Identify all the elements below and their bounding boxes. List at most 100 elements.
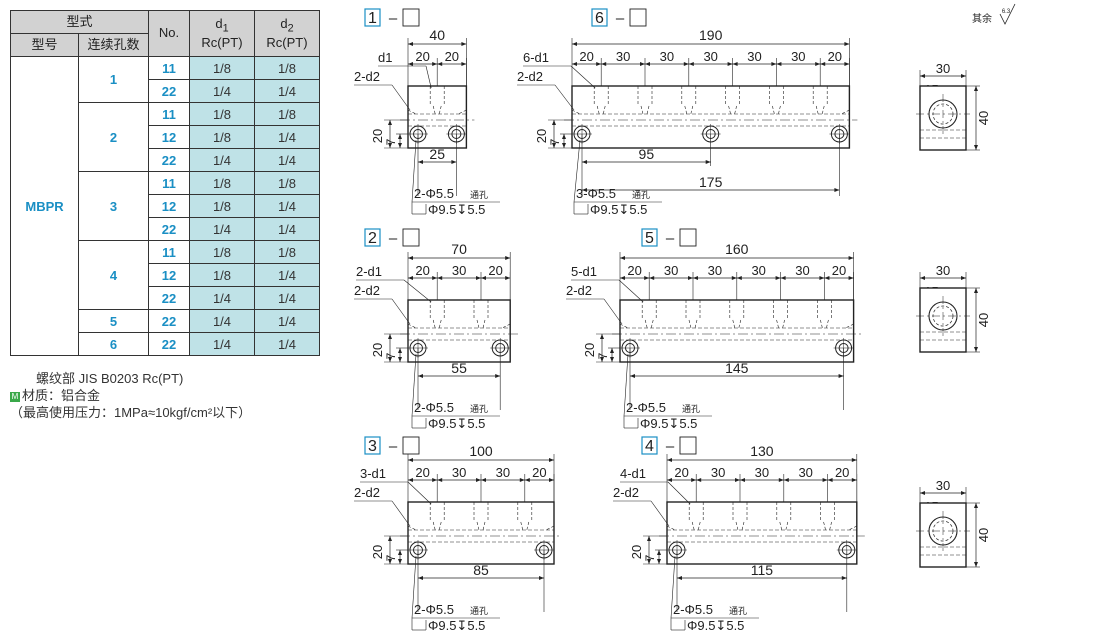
d2-cell: 1/4 bbox=[254, 309, 320, 333]
hole-spacing: 95 bbox=[639, 146, 655, 162]
side-port-label: 2-d2 bbox=[517, 69, 543, 84]
hidden-line bbox=[829, 521, 832, 531]
arrowhead bbox=[740, 478, 745, 482]
arrowhead bbox=[505, 256, 511, 260]
arrowhead bbox=[688, 276, 693, 280]
manifold-body bbox=[619, 299, 855, 363]
arrowhead bbox=[827, 478, 833, 482]
arrowhead bbox=[549, 458, 554, 462]
hidden-line bbox=[666, 525, 676, 531]
hole-height-dim: 7 bbox=[643, 554, 657, 561]
arrowhead bbox=[841, 576, 847, 580]
part-number-box bbox=[641, 436, 658, 455]
d1-cell: 1/4 bbox=[189, 309, 255, 333]
hole-note: 通孔 bbox=[632, 190, 650, 200]
arrowhead bbox=[398, 143, 402, 148]
d2-cell: 1/8 bbox=[254, 240, 320, 264]
segment-length: 30 bbox=[452, 263, 466, 278]
leader-line bbox=[407, 481, 432, 505]
arrowhead bbox=[920, 276, 925, 280]
arrowhead bbox=[552, 120, 556, 125]
hidden-line bbox=[458, 109, 467, 115]
hidden-line bbox=[602, 105, 606, 115]
arrowhead bbox=[667, 458, 672, 462]
hidden-line bbox=[732, 319, 736, 329]
arrowhead bbox=[688, 62, 694, 66]
arrowhead bbox=[572, 62, 577, 66]
side-width: 30 bbox=[936, 263, 950, 278]
hidden-line bbox=[526, 521, 530, 531]
manifold-body bbox=[407, 299, 511, 363]
hidden-line bbox=[650, 319, 654, 329]
hidden-line bbox=[821, 105, 825, 115]
arrowhead bbox=[705, 160, 711, 164]
hole-spacing: 115 bbox=[751, 562, 774, 578]
segment-length: 30 bbox=[703, 49, 717, 64]
arrowhead bbox=[476, 276, 481, 280]
roughness-icon bbox=[999, 3, 1016, 25]
segment-length: 30 bbox=[795, 263, 809, 278]
part-number: 6 bbox=[595, 10, 604, 27]
hidden-line bbox=[779, 521, 783, 531]
arrowhead bbox=[657, 559, 661, 564]
arrowhead bbox=[683, 62, 689, 66]
segment-length: 30 bbox=[791, 49, 805, 64]
leader-line bbox=[411, 139, 417, 203]
hidden-line bbox=[772, 105, 775, 115]
height-dim: 20 bbox=[629, 545, 644, 559]
no-cell: 12 bbox=[148, 263, 190, 287]
arrowhead bbox=[920, 74, 925, 78]
hidden-line bbox=[432, 521, 436, 531]
d1-cell: 1/8 bbox=[189, 171, 255, 195]
arrowhead bbox=[961, 491, 966, 495]
segment-length: 20 bbox=[674, 465, 688, 480]
arrowhead bbox=[408, 62, 413, 66]
side-port-label: 2-d2 bbox=[354, 485, 380, 500]
height-dim: 20 bbox=[370, 343, 385, 357]
checkbox-icon bbox=[402, 228, 420, 247]
no-cell: 11 bbox=[148, 171, 190, 195]
arrowhead bbox=[398, 134, 402, 139]
arrowhead bbox=[562, 143, 566, 148]
dash-label: – bbox=[666, 438, 675, 455]
arrowhead bbox=[481, 478, 486, 482]
hidden-line bbox=[545, 525, 555, 531]
hidden-line bbox=[845, 323, 854, 329]
arrowhead bbox=[461, 62, 467, 66]
arrowhead bbox=[974, 288, 978, 293]
dash-label: – bbox=[616, 10, 625, 27]
d2-cell: 1/4 bbox=[254, 332, 320, 356]
arrowhead bbox=[388, 120, 392, 125]
segment-length: 20 bbox=[488, 263, 502, 278]
hole-callout: 2-Φ5.5 bbox=[414, 602, 454, 617]
part-number-box bbox=[364, 436, 381, 455]
arrowhead bbox=[771, 62, 777, 66]
header-holes: 连续孔数 bbox=[78, 33, 149, 57]
leader-line bbox=[573, 139, 581, 203]
arrowhead bbox=[677, 576, 682, 580]
tap-label: 3-d1 bbox=[360, 466, 386, 481]
arrowhead bbox=[851, 478, 857, 482]
arrowhead bbox=[562, 134, 566, 139]
side-height: 40 bbox=[976, 313, 991, 327]
tap-label: 5-d1 bbox=[571, 264, 597, 279]
arrowhead bbox=[408, 276, 413, 280]
hole-height-dim: 7 bbox=[548, 138, 562, 145]
segment-length: 20 bbox=[627, 263, 641, 278]
hidden-line bbox=[688, 319, 692, 329]
side-port-label: 2-d2 bbox=[613, 485, 639, 500]
arrowhead bbox=[974, 145, 978, 150]
segment-length: 30 bbox=[496, 465, 510, 480]
arrowhead bbox=[582, 160, 587, 164]
arrowhead bbox=[647, 536, 651, 541]
arrowhead bbox=[388, 143, 392, 148]
d2-cell: 1/8 bbox=[254, 171, 320, 195]
hidden-line bbox=[738, 319, 742, 329]
arrowhead bbox=[539, 576, 544, 580]
tap-label: 6-d1 bbox=[523, 50, 549, 65]
leader-line bbox=[391, 84, 411, 111]
segment-length: 30 bbox=[751, 263, 765, 278]
side-height: 40 bbox=[976, 111, 991, 125]
side-port-label: 2-d2 bbox=[354, 69, 380, 84]
